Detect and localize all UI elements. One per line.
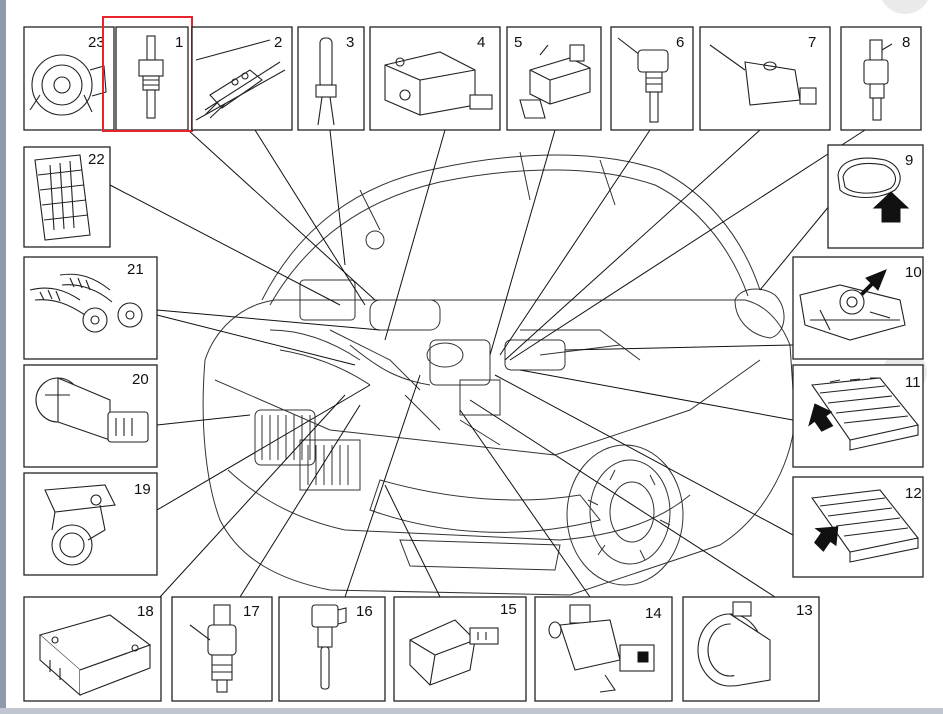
part-number: 11 [905, 374, 921, 391]
part-16-illustration [311, 604, 347, 690]
part-12-illustration [811, 489, 919, 563]
leader-lines [109, 129, 866, 598]
part-21-illustration [29, 273, 143, 333]
window-frame-bottom [0, 708, 943, 714]
part-13[interactable]: 13 [682, 596, 820, 702]
part-11-illustration [808, 377, 919, 451]
part-7-illustration [709, 44, 817, 106]
part-number: 12 [905, 485, 922, 502]
part-7[interactable]: 7 [699, 26, 831, 131]
part-21[interactable]: 21 [23, 256, 158, 360]
part-19[interactable]: 19 [23, 472, 158, 576]
part-18[interactable]: 18 [23, 596, 162, 702]
part-number: 22 [88, 151, 105, 168]
part-8-illustration [863, 39, 893, 121]
part-20-illustration [35, 377, 149, 443]
part-5[interactable]: 5 [506, 26, 602, 131]
part-number: 13 [796, 602, 813, 619]
window-frame-left [0, 0, 6, 714]
part-11[interactable]: 11 [792, 364, 924, 468]
part-9[interactable]: 9 [827, 144, 924, 249]
part-23-illustration [29, 54, 107, 116]
part-14-illustration [548, 604, 655, 693]
part-20[interactable]: 20 [23, 364, 158, 468]
part-10-illustration [799, 269, 906, 341]
part-number: 19 [134, 481, 151, 498]
part-9-illustration [837, 157, 910, 223]
part-number: 20 [132, 371, 149, 388]
part-3[interactable]: 3 [297, 26, 365, 131]
part-4[interactable]: 4 [369, 26, 501, 131]
part-number: 10 [905, 264, 922, 281]
part-1[interactable]: 1 [115, 26, 189, 131]
part-number: 15 [500, 601, 517, 618]
part-number: 18 [137, 603, 154, 620]
part-22-illustration [34, 154, 91, 241]
part-4-illustration [384, 51, 493, 116]
part-17-illustration [189, 604, 237, 693]
part-2-illustration [195, 39, 286, 121]
part-15-illustration [409, 619, 499, 686]
part-19-illustration [44, 484, 116, 566]
part-18-illustration [38, 614, 152, 697]
part-2[interactable]: 2 [191, 26, 293, 131]
part-number: 7 [808, 34, 816, 51]
part-5-illustration [519, 44, 591, 119]
part-number: 21 [127, 261, 144, 278]
part-16[interactable]: 16 [278, 596, 386, 702]
part-23[interactable]: 23 [23, 26, 115, 131]
part-number: 3 [346, 34, 354, 51]
part-3-illustration [315, 37, 337, 126]
part-1-illustration [138, 35, 164, 119]
part-number: 14 [645, 605, 662, 622]
part-number: 16 [356, 603, 373, 620]
part-number: 2 [274, 34, 282, 51]
part-6-illustration [617, 37, 669, 123]
part-14[interactable]: 14 [534, 596, 673, 702]
part-12[interactable]: 12 [792, 476, 924, 578]
part-number: 1 [175, 34, 183, 51]
part-13-illustration [697, 601, 771, 687]
part-22[interactable]: 22 [23, 146, 111, 248]
circle-button-icon[interactable] [879, 0, 931, 14]
part-number: 4 [477, 34, 485, 51]
part-number: 9 [905, 152, 913, 169]
part-number: 6 [676, 34, 684, 51]
car-engine-bay-illustration [202, 151, 796, 596]
part-8[interactable]: 8 [840, 26, 922, 131]
part-17[interactable]: 17 [171, 596, 273, 702]
part-number: 23 [88, 34, 105, 51]
part-number: 17 [243, 603, 260, 620]
part-number: 5 [514, 34, 522, 51]
part-number: 8 [902, 34, 910, 51]
part-15[interactable]: 15 [393, 596, 527, 702]
part-10[interactable]: 10 [792, 256, 924, 360]
part-6[interactable]: 6 [610, 26, 694, 131]
